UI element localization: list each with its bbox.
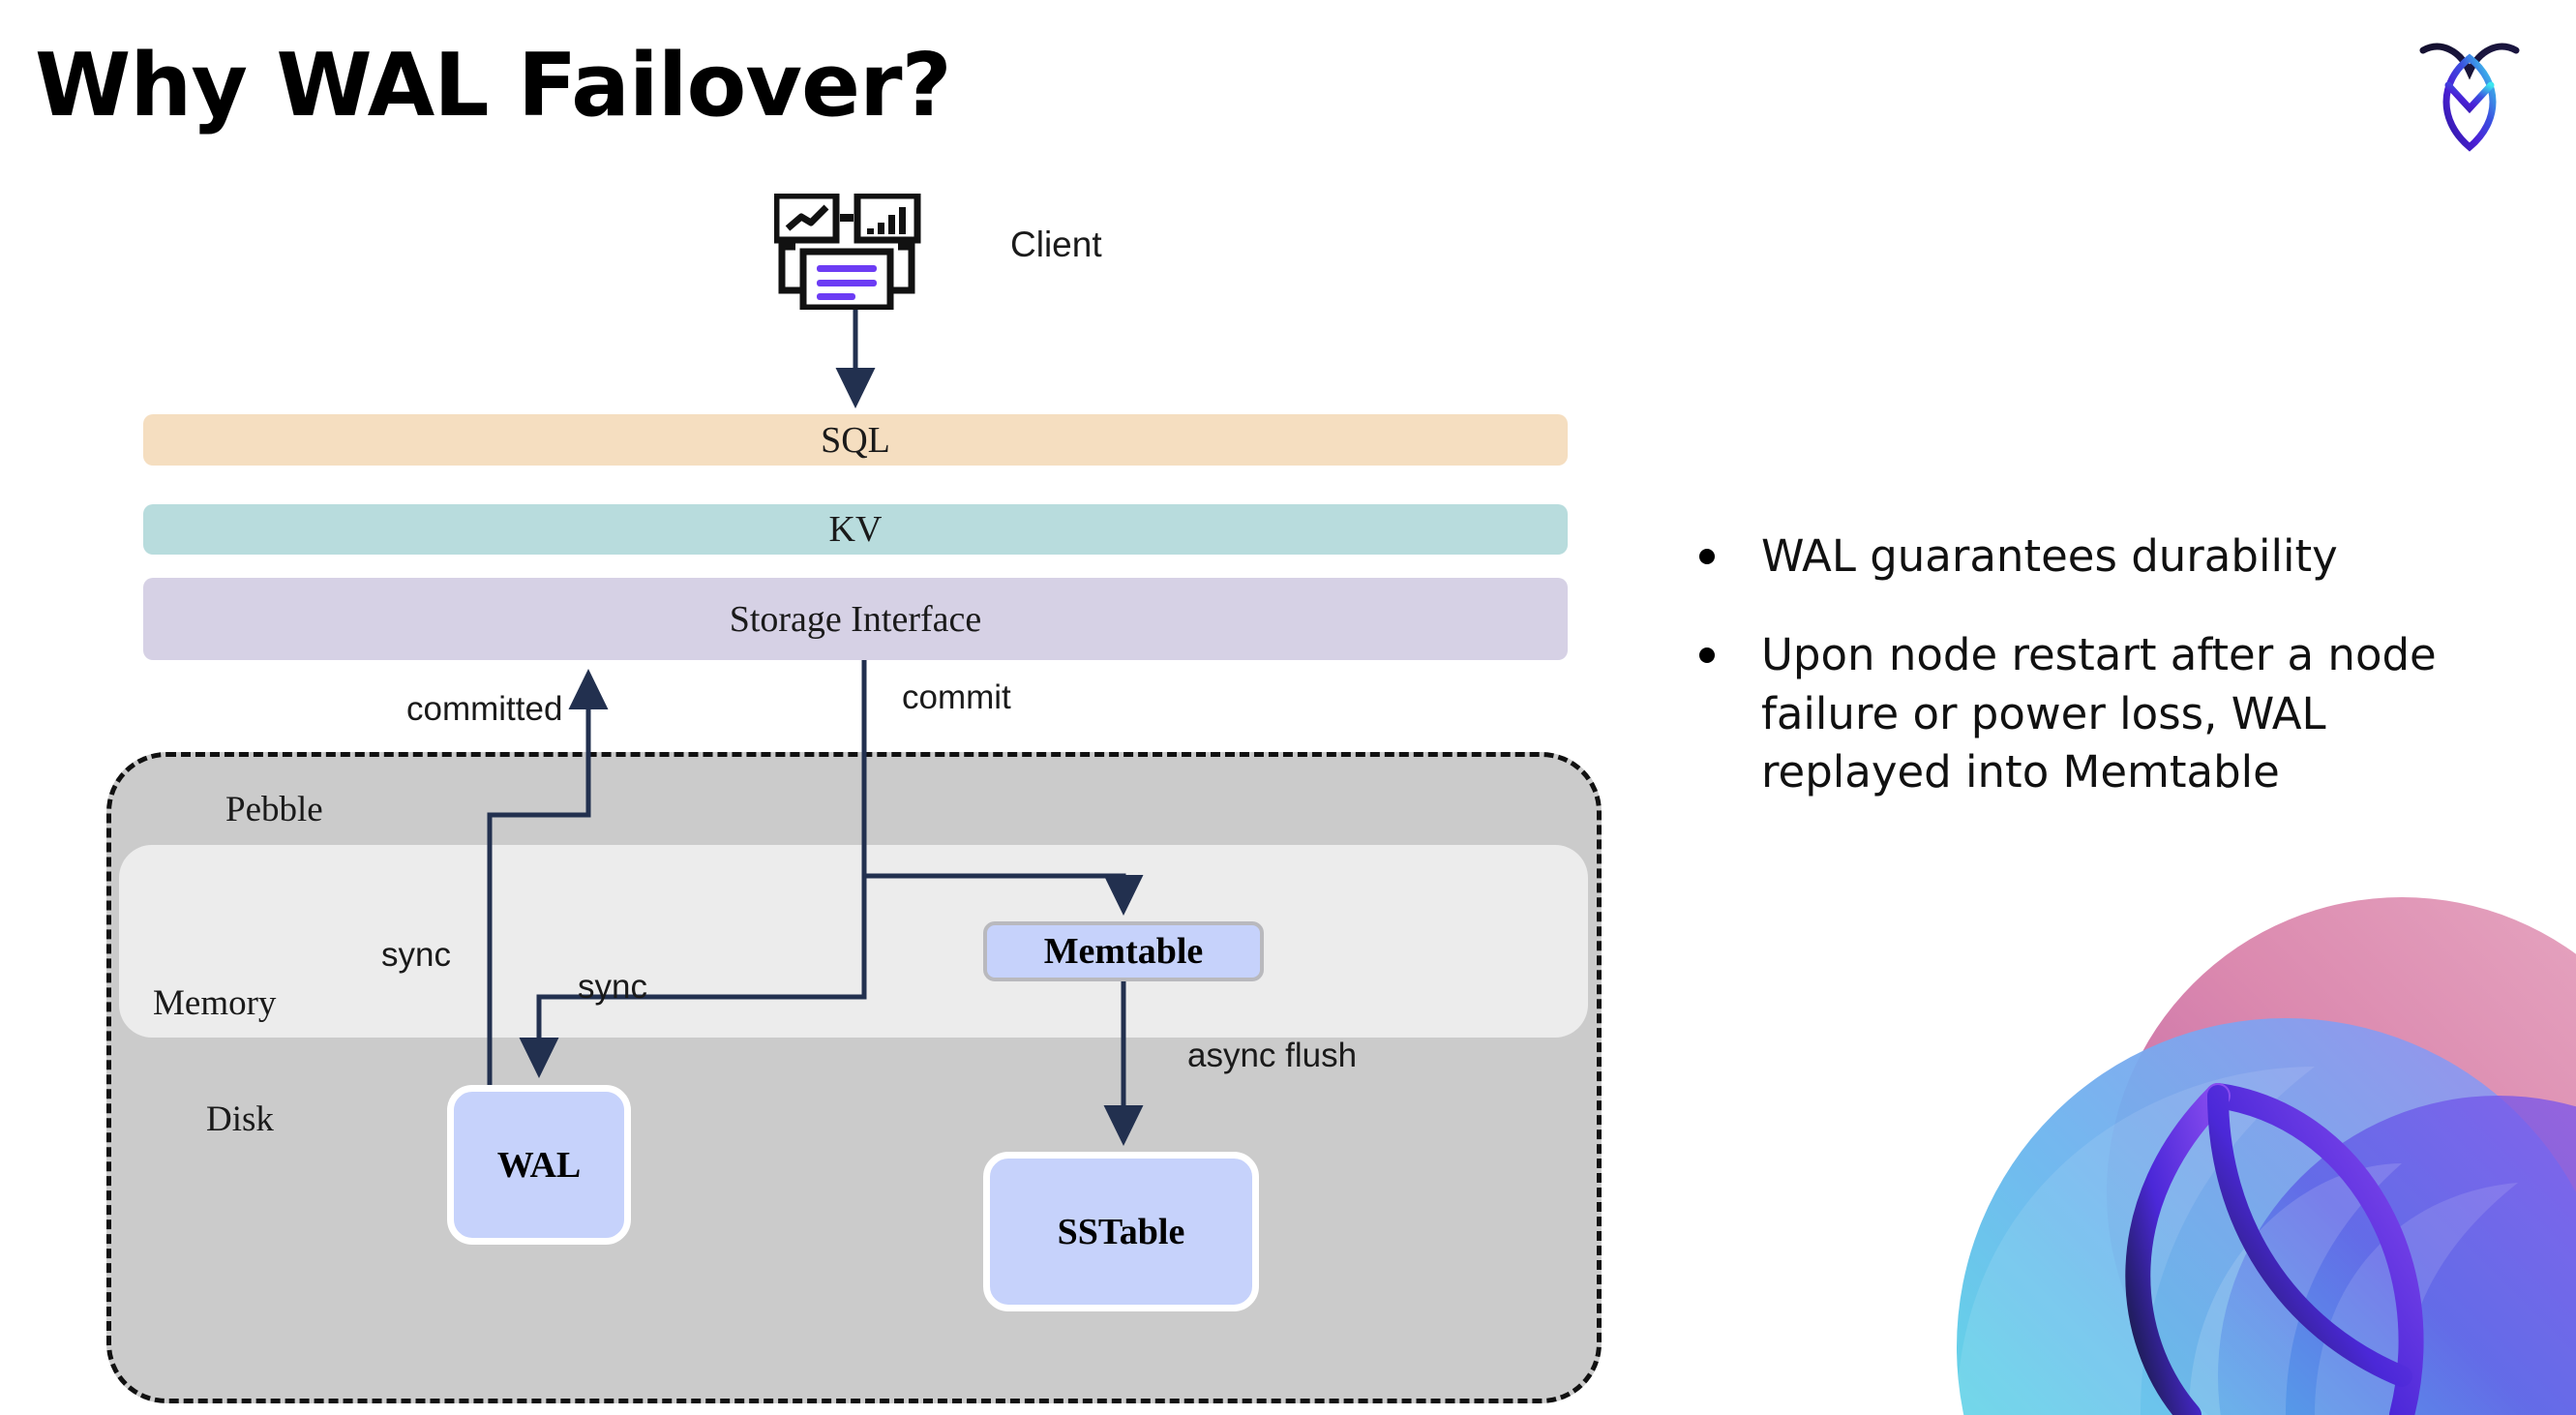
memory-region — [119, 845, 1588, 1038]
wal-architecture-diagram: Client SQL KV Storage Interface Pebble M… — [106, 192, 1602, 1403]
pebble-label: Pebble — [225, 790, 323, 829]
client-dashboard-icon — [772, 192, 929, 312]
list-item: WAL guarantees durability — [1699, 527, 2512, 586]
cockroachdb-logo — [2411, 29, 2528, 155]
edge-label-async-flush: async flush — [1187, 1037, 1358, 1074]
node-sstable: SSTable — [983, 1152, 1259, 1311]
bullet-dot-icon — [1699, 647, 1715, 664]
page-title: Why WAL Failover? — [35, 35, 952, 136]
list-item: Upon node restart after a node failure o… — [1699, 626, 2512, 801]
bullet-list: WAL guarantees durability Upon node rest… — [1699, 527, 2512, 842]
client-label: Client — [1010, 225, 1102, 264]
node-memtable: Memtable — [983, 921, 1264, 981]
layer-bar-sql: SQL — [143, 414, 1568, 466]
bullet-text: WAL guarantees durability — [1761, 530, 2338, 582]
edge-label-sync-left: sync — [381, 936, 451, 974]
decorative-corner-graphic — [1899, 873, 2576, 1415]
disk-label: Disk — [206, 1099, 274, 1139]
bullet-dot-icon — [1699, 549, 1715, 564]
bullet-text: Upon node restart after a node failure o… — [1761, 629, 2437, 798]
node-wal: WAL — [447, 1085, 631, 1245]
layer-bar-kv: KV — [143, 504, 1568, 555]
edge-label-committed: committed — [406, 690, 563, 728]
edge-label-sync-right: sync — [578, 968, 647, 1006]
memory-label: Memory — [153, 983, 277, 1023]
edge-label-commit: commit — [902, 678, 1011, 716]
layer-bar-storage-interface: Storage Interface — [143, 578, 1568, 660]
